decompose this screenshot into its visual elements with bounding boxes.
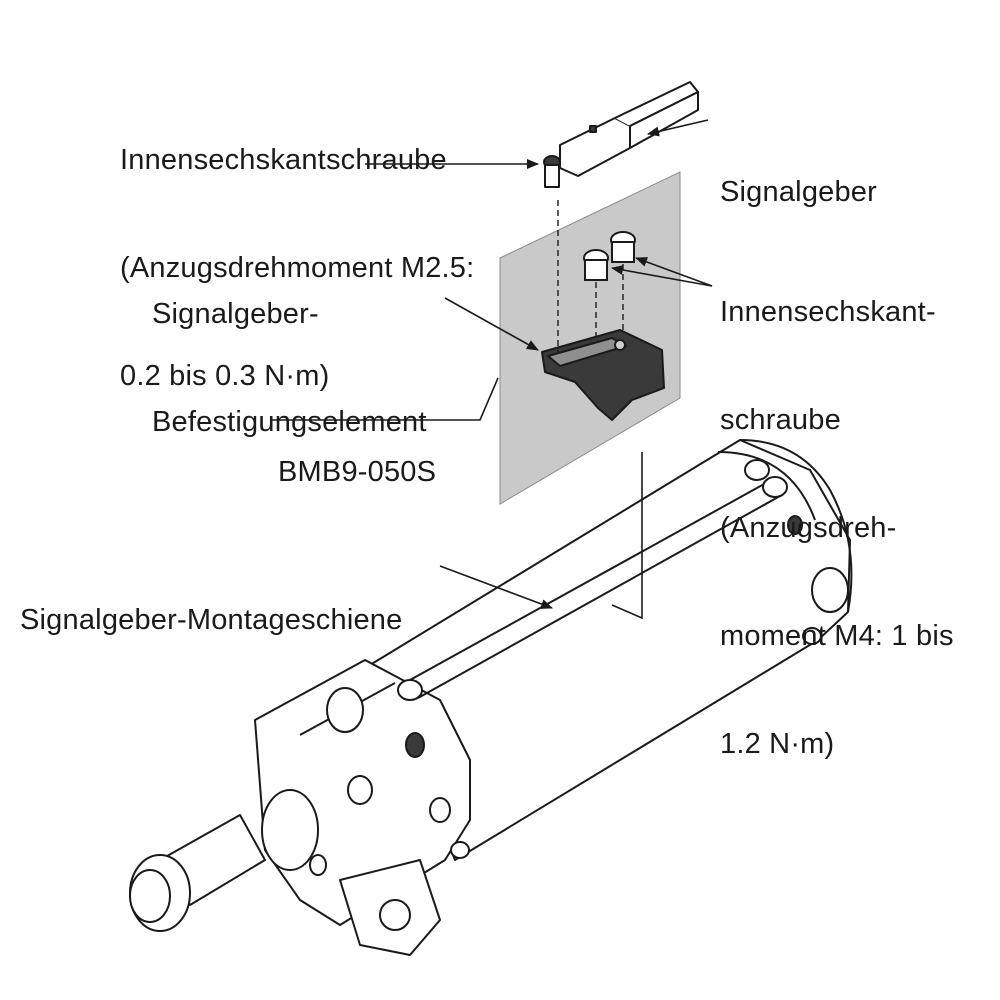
label-mount-element: Signalgeber- Befestigungselement bbox=[152, 224, 427, 512]
cylinder-body bbox=[129, 439, 853, 956]
label-hex-screw-top: Innensechskantschraube (Anzugsdrehmoment… bbox=[120, 70, 474, 466]
label-line: Signalgeber- bbox=[152, 298, 319, 330]
label-hex-screw-right: Innensechskant- schraube (Anzugsdreh- mo… bbox=[720, 222, 954, 834]
label-line: Signalgeber-Montageschiene bbox=[20, 604, 403, 636]
label-line: (Anzugsdrehmoment M2.5: bbox=[120, 252, 475, 284]
bracket-part bbox=[541, 329, 665, 421]
label-signal-sender: Signalgeber bbox=[720, 102, 877, 282]
label-line: 0.2 bis 0.3 N·m) bbox=[120, 360, 330, 392]
leader-lines bbox=[270, 119, 713, 609]
label-mounting-rail: Signalgeber-Montageschiene bbox=[20, 530, 402, 710]
signal-sender-part bbox=[543, 81, 699, 188]
label-line: Innensechskantschraube bbox=[120, 144, 447, 176]
label-line: schraube bbox=[720, 404, 841, 436]
label-line: moment M4: 1 bis bbox=[720, 620, 954, 652]
label-line: 1.2 N·m) bbox=[720, 728, 835, 760]
label-line: BMB9-050S bbox=[278, 456, 437, 488]
label-line: Befestigungselement bbox=[152, 406, 427, 438]
label-line: Signalgeber bbox=[720, 176, 877, 208]
body-screw-heads bbox=[450, 627, 822, 859]
mounting-rail bbox=[397, 476, 788, 701]
label-part-number: BMB9-050S bbox=[278, 382, 436, 562]
bracket-screws bbox=[583, 231, 636, 281]
label-line: (Anzugsdreh- bbox=[720, 512, 897, 544]
label-line: Innensechskant- bbox=[720, 296, 936, 328]
screw-axis-lines bbox=[557, 200, 624, 352]
bracket-drop-line bbox=[611, 452, 643, 620]
cylinder-ports bbox=[309, 459, 849, 876]
